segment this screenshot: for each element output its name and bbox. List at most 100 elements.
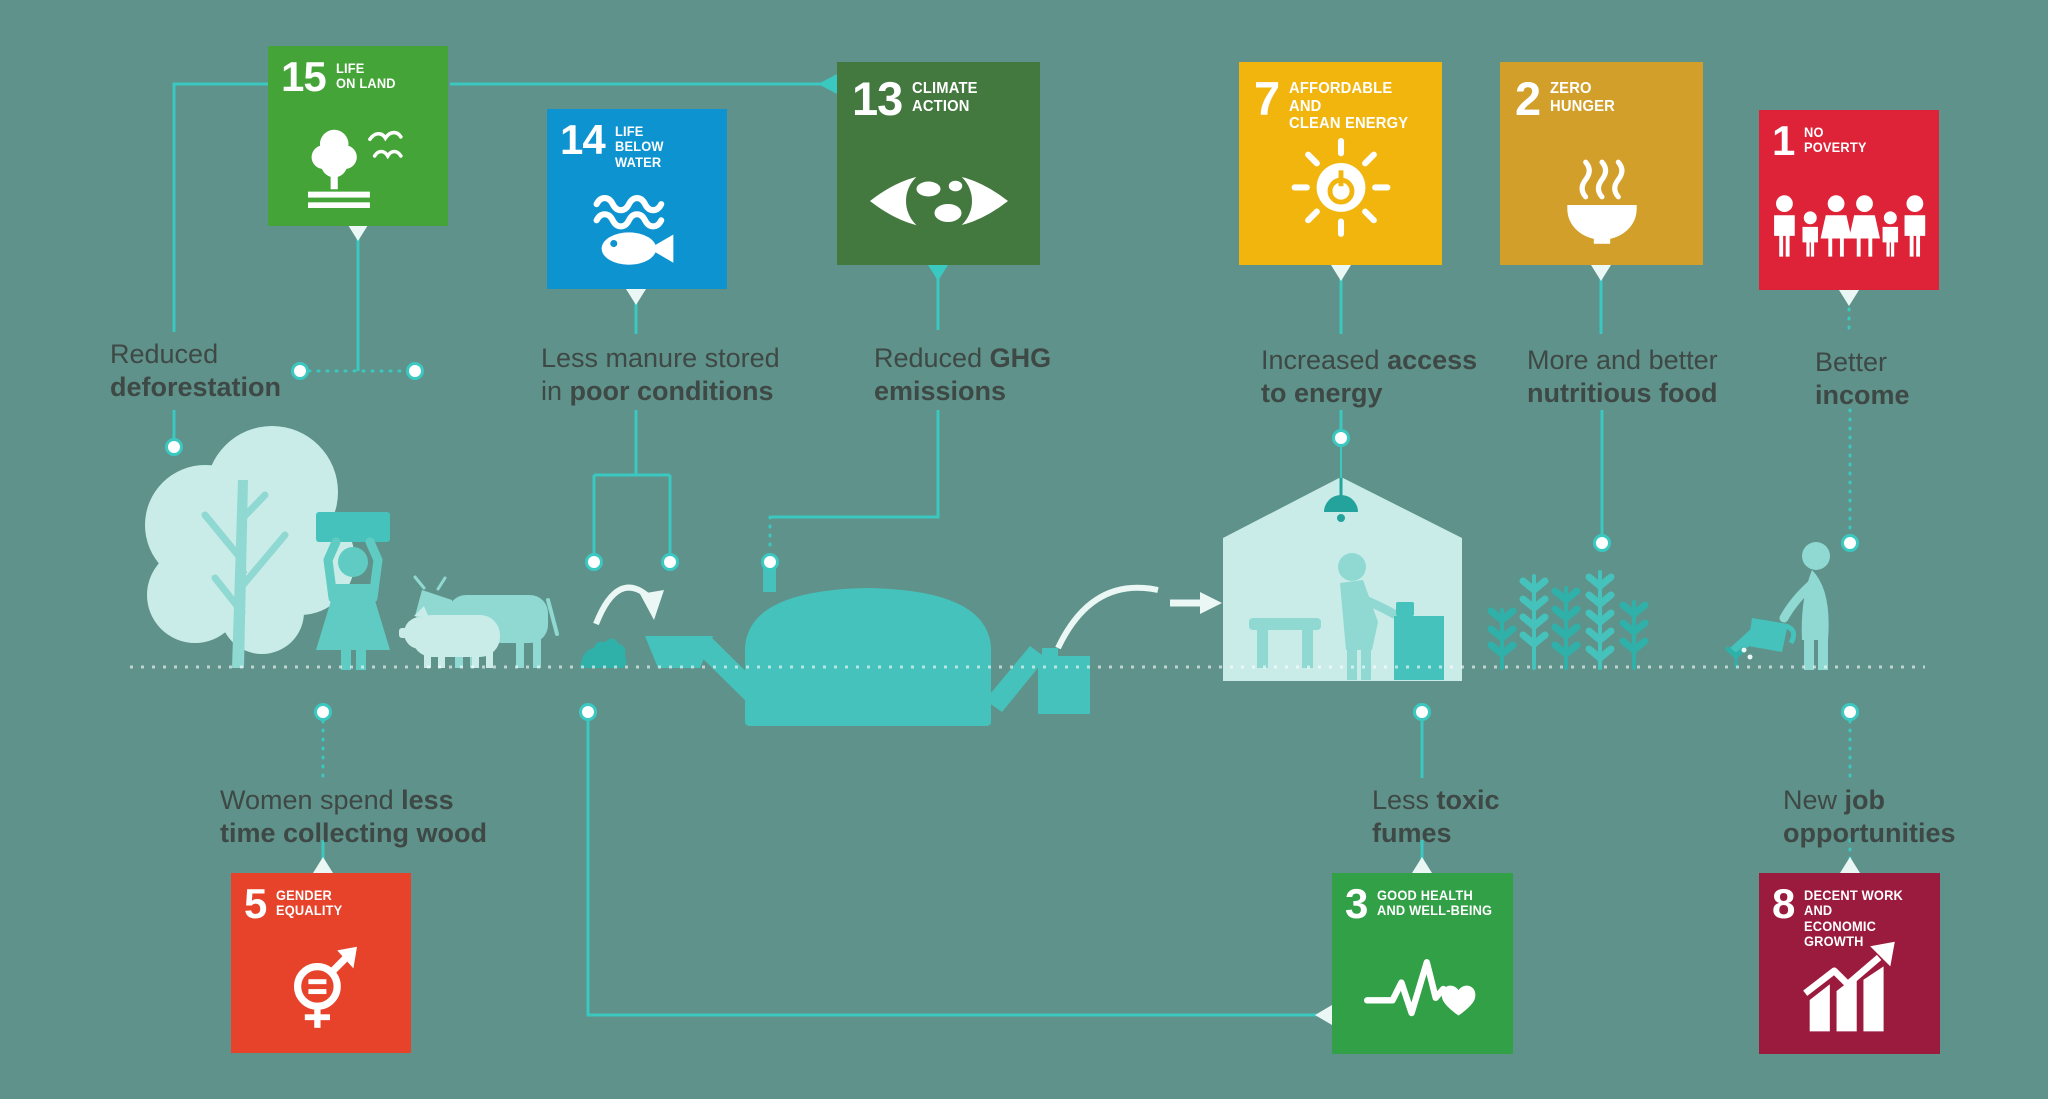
benefit-label-text: GHG bbox=[989, 343, 1052, 373]
sdg-goal-title: LIFE BELOW WATER bbox=[614, 124, 664, 170]
benefit-label-text: Women spend bbox=[220, 785, 402, 815]
benefit-label-line: emissions bbox=[874, 375, 1051, 408]
benefit-label-line: Reduced GHG bbox=[874, 342, 1051, 375]
benefit-label-line: Better bbox=[1815, 346, 1910, 379]
pendant-lamp bbox=[1324, 477, 1358, 522]
sdg-goal-number: 8 bbox=[1772, 880, 1795, 927]
benefit-label-text: income bbox=[1815, 380, 1910, 410]
family-icon bbox=[1772, 192, 1927, 277]
sun-power-icon bbox=[1280, 124, 1402, 251]
sdg-goal-title: GOOD HEALTH AND WELL-BEING bbox=[1377, 888, 1493, 919]
sdg-goal-title: AFFORDABLE AND CLEAN ENERGY bbox=[1289, 80, 1409, 133]
sdg-goal-number: 14 bbox=[560, 116, 606, 163]
sdg-tile-5: 5 GENDER EQUALITY bbox=[231, 873, 411, 1053]
benefit-label-text: Less bbox=[1372, 785, 1437, 815]
benefit-label-line: opportunities bbox=[1783, 817, 1955, 850]
benefit-label-text: New bbox=[1783, 785, 1845, 815]
sdg-goal-title: GENDER EQUALITY bbox=[276, 888, 343, 919]
sdg-goal-number: 13 bbox=[852, 72, 903, 125]
tree-and-birds-icon bbox=[299, 125, 418, 213]
benefit-label-text: toxic bbox=[1436, 785, 1500, 815]
benefit-label-text: fumes bbox=[1372, 818, 1452, 848]
sdg-tile-1: 1 NO POVERTY bbox=[1759, 110, 1939, 290]
bowl-steam-icon bbox=[1551, 152, 1653, 251]
biodigester bbox=[645, 566, 1090, 726]
benefit-label-text: poor conditions bbox=[569, 376, 774, 406]
person-cooking bbox=[1338, 553, 1399, 680]
benefit-label-line: time collecting wood bbox=[220, 817, 487, 850]
house bbox=[1223, 477, 1462, 681]
biogas-stove bbox=[1394, 602, 1444, 680]
person-watering bbox=[1725, 542, 1830, 670]
outlet-container bbox=[1038, 656, 1090, 714]
health-pulse-icon bbox=[1359, 947, 1486, 1041]
benefit-label-line: Increased access bbox=[1261, 344, 1477, 377]
sdg-goal-title: DECENT WORK AND ECONOMIC GROWTH bbox=[1804, 888, 1904, 950]
arrow-manure-to-inlet bbox=[593, 584, 664, 626]
sdg-tile-3: 3 GOOD HEALTH AND WELL-BEING bbox=[1332, 873, 1513, 1054]
benefit-label-text: Better bbox=[1815, 347, 1888, 377]
benefit-label-line: to energy bbox=[1261, 377, 1477, 410]
sdg-goal-number: 15 bbox=[281, 53, 327, 100]
sdg-goal-number: 2 bbox=[1515, 72, 1541, 125]
tree bbox=[145, 426, 355, 668]
sdg-goal-title: LIFE ON LAND bbox=[335, 61, 396, 92]
benefit-label-line: Less toxic bbox=[1372, 784, 1500, 817]
benefit-label-line: More and better bbox=[1527, 344, 1718, 377]
benefit-label-line: Reduced bbox=[110, 338, 281, 371]
digester-dome bbox=[745, 588, 991, 726]
benefit-label-text: More and better bbox=[1527, 345, 1718, 375]
globe-eye-icon bbox=[864, 156, 1014, 251]
bench bbox=[1249, 618, 1321, 668]
sdg-goal-number: 3 bbox=[1345, 880, 1368, 927]
gender-equality-icon bbox=[276, 945, 366, 1040]
fish-icon bbox=[587, 190, 688, 276]
benefit-label-text: deforestation bbox=[110, 372, 282, 402]
sdg-goal-number: 1 bbox=[1772, 117, 1795, 164]
sdg-tile-13: 13 CLIMATE ACTION bbox=[837, 62, 1040, 265]
benefit-label-text: Reduced bbox=[874, 343, 990, 373]
benefit-label-text: nutritious food bbox=[1527, 378, 1718, 408]
manure-pile bbox=[580, 638, 627, 668]
sdg-goal-number: 5 bbox=[244, 880, 267, 927]
sdg-goal-number: 7 bbox=[1254, 72, 1280, 125]
pig bbox=[399, 606, 500, 668]
connector-lines bbox=[172, 74, 1860, 1025]
benefit-label-text: access bbox=[1387, 345, 1478, 375]
benefit-label-line: income bbox=[1815, 379, 1910, 412]
benefit-label-text: Increased bbox=[1261, 345, 1388, 375]
sdg-tile-15: 15 LIFE ON LAND bbox=[268, 46, 448, 226]
benefit-label-text: time collecting wood bbox=[220, 818, 488, 848]
inlet-bucket bbox=[645, 636, 713, 668]
benefit-label-text: Reduced bbox=[110, 339, 219, 369]
benefit-label-text: opportunities bbox=[1783, 818, 1956, 848]
connector-dots bbox=[165, 362, 1859, 721]
benefit-label-line: New job bbox=[1783, 784, 1955, 817]
digester-chimney bbox=[763, 566, 776, 592]
sdg-goal-title: CLIMATE ACTION bbox=[912, 80, 978, 115]
crops bbox=[1487, 570, 1649, 670]
benefit-label-text: job bbox=[1844, 785, 1886, 815]
woman-carrying-wood bbox=[316, 512, 390, 670]
benefit-label-text: Less manure stored bbox=[541, 343, 780, 373]
benefit-label-line: deforestation bbox=[110, 371, 281, 404]
benefit-label-line: in poor conditions bbox=[541, 375, 780, 408]
sdg-goal-title: NO POVERTY bbox=[1804, 125, 1867, 156]
watering-can bbox=[1730, 618, 1797, 656]
growth-arrow-icon bbox=[1794, 935, 1906, 1041]
benefit-label-text: to energy bbox=[1261, 378, 1383, 408]
arrow-gas-to-house bbox=[1055, 584, 1222, 650]
